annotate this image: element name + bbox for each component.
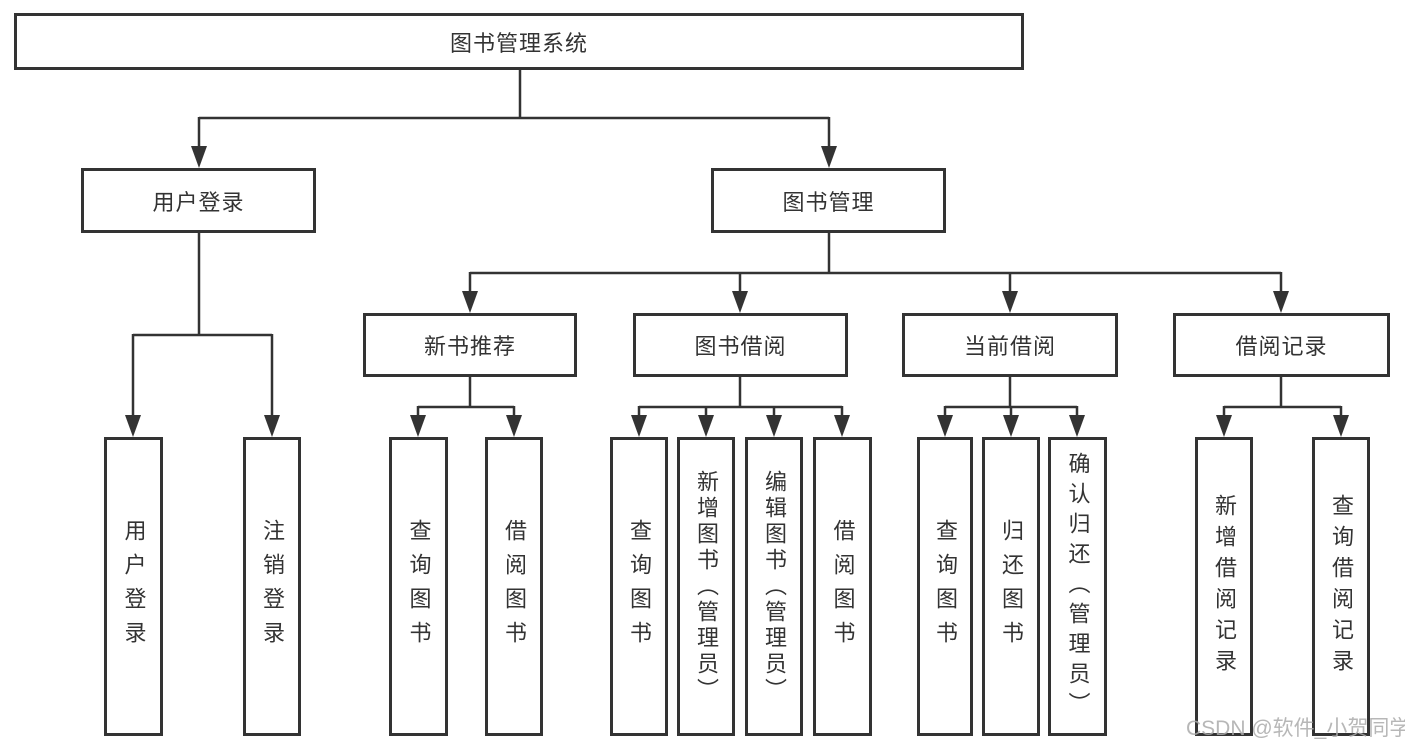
connector-paths <box>131 70 1343 418</box>
leaf-query-books-current: 查询图书 <box>917 437 973 736</box>
leaf-user-login: 用户登录 <box>104 437 163 736</box>
node-current-borrow: 当前借阅 <box>902 313 1118 377</box>
watermark: CSDN @软件_小贺同学 <box>1186 717 1405 740</box>
leaf-add-book-admin: 新增图书（管理员） <box>677 437 735 736</box>
leaf-query-borrow-record: 查询借阅记录 <box>1312 437 1370 736</box>
node-user-login: 用户登录 <box>81 168 316 233</box>
node-new-book-recommend: 新书推荐 <box>363 313 577 377</box>
node-book-borrow: 图书借阅 <box>633 313 848 377</box>
leaf-logout: 注销登录 <box>243 437 301 736</box>
arrowheads <box>125 146 1349 437</box>
leaf-confirm-return-admin: 确认归还（管理员） <box>1048 437 1107 736</box>
leaf-return-book: 归还图书 <box>982 437 1040 736</box>
leaf-query-books-borrow: 查询图书 <box>610 437 668 736</box>
leaf-add-borrow-record: 新增借阅记录 <box>1195 437 1253 736</box>
node-borrow-records: 借阅记录 <box>1173 313 1390 377</box>
leaf-borrow-books-borrow: 借阅图书 <box>813 437 872 736</box>
leaf-edit-book-admin: 编辑图书（管理员） <box>745 437 803 736</box>
node-root: 图书管理系统 <box>14 13 1024 70</box>
leaf-borrow-books-recommend: 借阅图书 <box>485 437 543 736</box>
node-book-management: 图书管理 <box>711 168 946 233</box>
leaf-query-books-recommend: 查询图书 <box>389 437 448 736</box>
